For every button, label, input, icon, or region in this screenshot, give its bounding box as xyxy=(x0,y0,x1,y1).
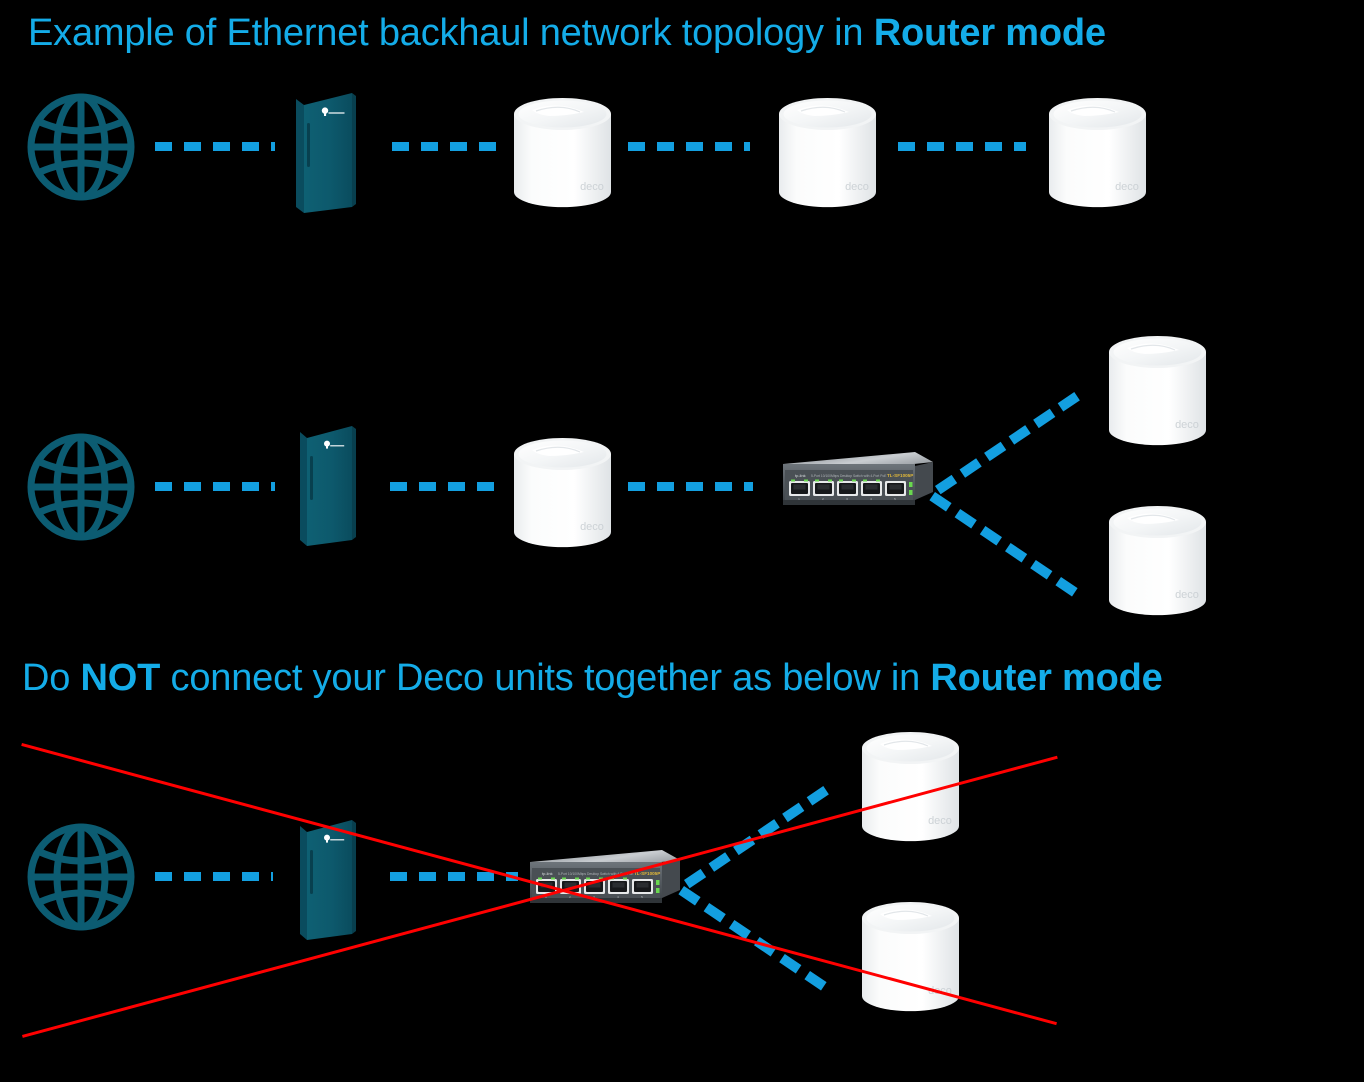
network-switch-row2: tp-link 5-Port 10/100Mbps Desktop Switch… xyxy=(775,442,935,520)
heading-bottom-part2: connect your Deco units together as belo… xyxy=(160,657,931,699)
switch-brand-text: tp-link xyxy=(542,871,553,876)
link-globe-to-router-row1 xyxy=(155,142,275,151)
deco-brand-text: deco xyxy=(845,181,869,193)
heading-top-prefix: Example of Ethernet backhaul network top… xyxy=(28,12,874,54)
svg-text:5: 5 xyxy=(641,895,643,899)
internet-globe-icon xyxy=(26,92,136,202)
heading-bottom-bold-mode: Router mode xyxy=(930,657,1163,699)
svg-text:2: 2 xyxy=(569,895,571,899)
svg-text:4: 4 xyxy=(617,895,619,899)
deco-brand-text: deco xyxy=(580,181,604,193)
svg-text:5-Port 10/100Mbps Desktop Swit: 5-Port 10/100Mbps Desktop Switch with 4-… xyxy=(558,872,634,876)
svg-text:1: 1 xyxy=(798,497,800,501)
deco-unit-2-row3: deco xyxy=(858,896,963,1018)
internet-globe-icon-row3 xyxy=(26,822,136,932)
heading-bottom-bold-not: NOT xyxy=(80,657,161,699)
link-deco2-to-deco3-row1 xyxy=(898,142,1026,151)
deco-brand-text: deco xyxy=(580,521,604,533)
link-deco1-to-switch-row2 xyxy=(628,482,753,491)
deco-brand-text: deco xyxy=(928,815,952,827)
deco-unit-1-row2: deco xyxy=(510,432,615,554)
deco-brand-text: deco xyxy=(1175,589,1199,601)
link-router-to-switch-row3 xyxy=(390,872,518,881)
deco-unit-3-row1: deco xyxy=(1045,92,1150,214)
link-globe-to-router-row3 xyxy=(155,872,273,881)
deco-brand-text: deco xyxy=(1115,181,1139,193)
network-switch-row3: tp-link 5-Port 10/100Mbps Desktop Switch… xyxy=(522,840,682,918)
deco-unit-2-row1: deco xyxy=(775,92,880,214)
svg-text:5-Port 10/100Mbps Desktop Swit: 5-Port 10/100Mbps Desktop Switch with 4-… xyxy=(811,474,887,478)
deco-unit-2-row2: deco xyxy=(1105,330,1210,452)
link-switch-to-deco3-row2 xyxy=(929,492,1078,597)
svg-text:5: 5 xyxy=(894,497,896,501)
svg-text:1: 1 xyxy=(545,895,547,899)
tp-link-router-row2 xyxy=(296,418,366,548)
svg-text:4: 4 xyxy=(870,497,872,501)
heading-bottom-part1: Do xyxy=(22,657,81,699)
link-deco1-to-deco2-row1 xyxy=(628,142,750,151)
link-globe-to-router-row2 xyxy=(155,482,275,491)
svg-text:3: 3 xyxy=(846,497,848,501)
tp-link-router-row1 xyxy=(290,85,368,215)
internet-globe-icon-row2 xyxy=(26,432,136,542)
link-switch-to-deco2-row3 xyxy=(678,886,827,991)
switch-model-text: TL-SF1005P xyxy=(634,871,660,876)
deco-unit-1-row3: deco xyxy=(858,726,963,848)
svg-text:2: 2 xyxy=(822,497,824,501)
deco-brand-text: deco xyxy=(928,985,952,997)
link-switch-to-deco2-row2 xyxy=(935,392,1080,495)
link-router-to-deco1-row1 xyxy=(392,142,500,151)
switch-model-text: TL-SF1005P xyxy=(887,473,913,478)
deco-unit-3-row2: deco xyxy=(1105,500,1210,622)
svg-text:3: 3 xyxy=(593,895,595,899)
link-router-to-deco1-row2 xyxy=(390,482,500,491)
switch-brand-text: tp-link xyxy=(795,473,806,478)
page-title-router-mode: Example of Ethernet backhaul network top… xyxy=(28,14,1106,52)
deco-brand-text: deco xyxy=(1175,419,1199,431)
tp-link-router-row3 xyxy=(296,812,366,942)
heading-top-bold: Router mode xyxy=(873,12,1106,54)
page-title-do-not-connect: Do NOT connect your Deco units together … xyxy=(22,659,1163,697)
deco-unit-1-row1: deco xyxy=(510,92,615,214)
